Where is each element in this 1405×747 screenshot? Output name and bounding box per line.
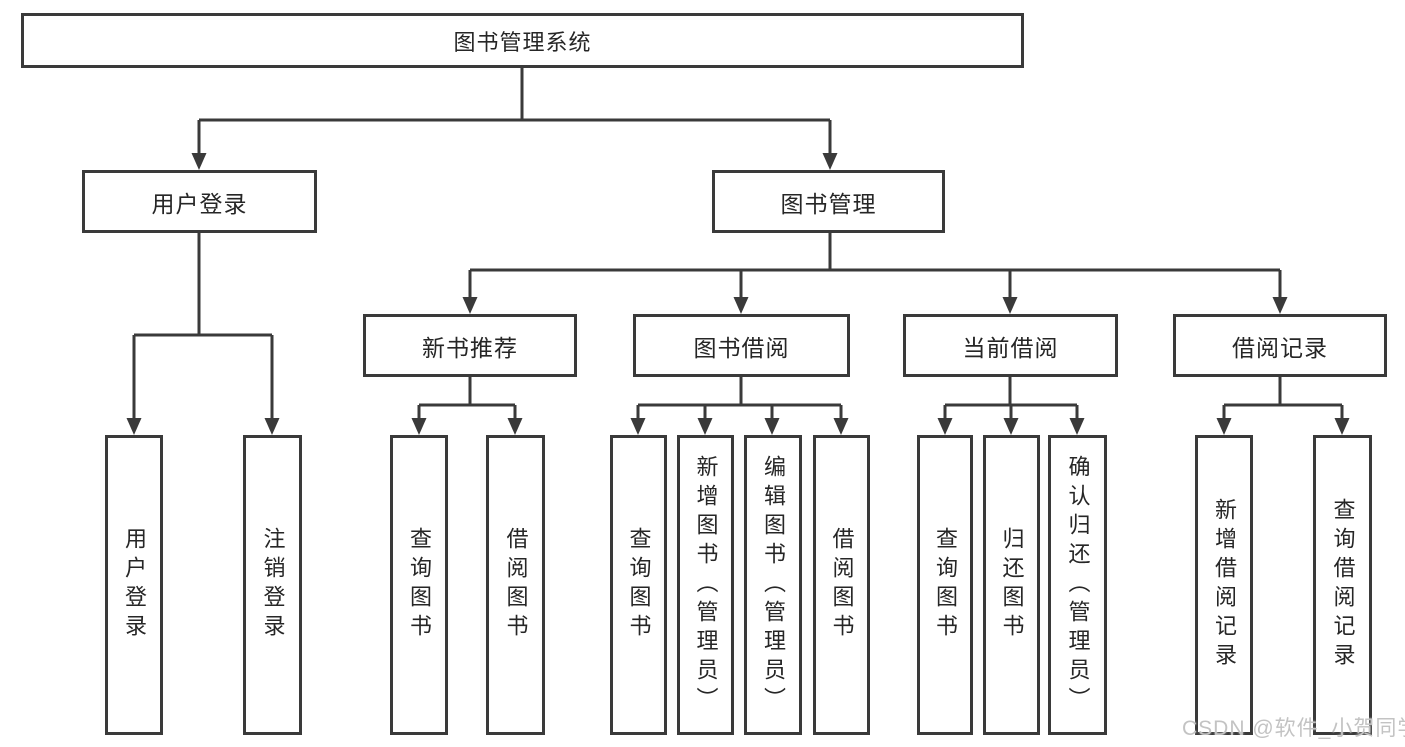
node-label: 新书推荐 — [422, 334, 518, 361]
node-label: 注销登录 — [260, 527, 286, 643]
node-label: 当前借阅 — [962, 334, 1059, 361]
leaf-query-books-current: 查询图书 — [917, 435, 973, 735]
node-label: 借阅图书 — [829, 527, 855, 643]
node-label: 借阅记录 — [1232, 334, 1328, 361]
leaf-query-books-borrowing: 查询图书 — [610, 435, 667, 735]
node-label: 归还图书 — [999, 527, 1025, 643]
node-library-management-system: 图书管理系统 — [21, 13, 1024, 68]
node-new-book-recommendation: 新书推荐 — [363, 314, 577, 377]
node-label: 新增借阅记录 — [1212, 498, 1237, 672]
leaf-borrow-books-recommend: 借阅图书 — [486, 435, 545, 735]
node-label: 新增图书（管理员） — [693, 454, 719, 716]
leaf-confirm-return-admin: 确认归还（管理员） — [1048, 435, 1107, 735]
leaf-add-borrow-record: 新增借阅记录 — [1195, 435, 1253, 735]
node-label: 图书管理 — [780, 190, 877, 217]
node-label: 借阅图书 — [503, 527, 529, 643]
leaf-query-books-recommend: 查询图书 — [390, 435, 448, 735]
csdn-watermark: CSDN @软件_小贺同学 — [1182, 717, 1405, 740]
node-label: 用户登录 — [122, 527, 147, 643]
node-current-borrowing: 当前借阅 — [903, 314, 1118, 377]
node-book-borrowing: 图书借阅 — [633, 314, 850, 377]
leaf-borrow-books-borrowing: 借阅图书 — [813, 435, 870, 735]
leaf-return-books: 归还图书 — [983, 435, 1040, 735]
leaf-user-login: 用户登录 — [105, 435, 163, 735]
leaf-logout: 注销登录 — [243, 435, 302, 735]
leaf-add-book-admin: 新增图书（管理员） — [677, 435, 734, 735]
node-label: 图书管理系统 — [453, 29, 592, 55]
node-label: 查询借阅记录 — [1330, 498, 1356, 672]
node-borrowing-records: 借阅记录 — [1173, 314, 1387, 377]
node-book-management: 图书管理 — [712, 170, 945, 233]
node-user-login: 用户登录 — [82, 170, 317, 233]
node-label: 查询图书 — [933, 527, 958, 643]
leaf-query-borrow-record: 查询借阅记录 — [1313, 435, 1372, 735]
leaf-edit-book-admin: 编辑图书（管理员） — [744, 435, 802, 735]
node-label: 编辑图书（管理员） — [761, 454, 786, 716]
node-label: 确认归还（管理员） — [1065, 454, 1091, 716]
node-label: 图书借阅 — [693, 334, 790, 361]
node-label: 查询图书 — [407, 527, 432, 643]
node-label: 用户登录 — [151, 190, 248, 217]
node-label: 查询图书 — [626, 527, 652, 643]
